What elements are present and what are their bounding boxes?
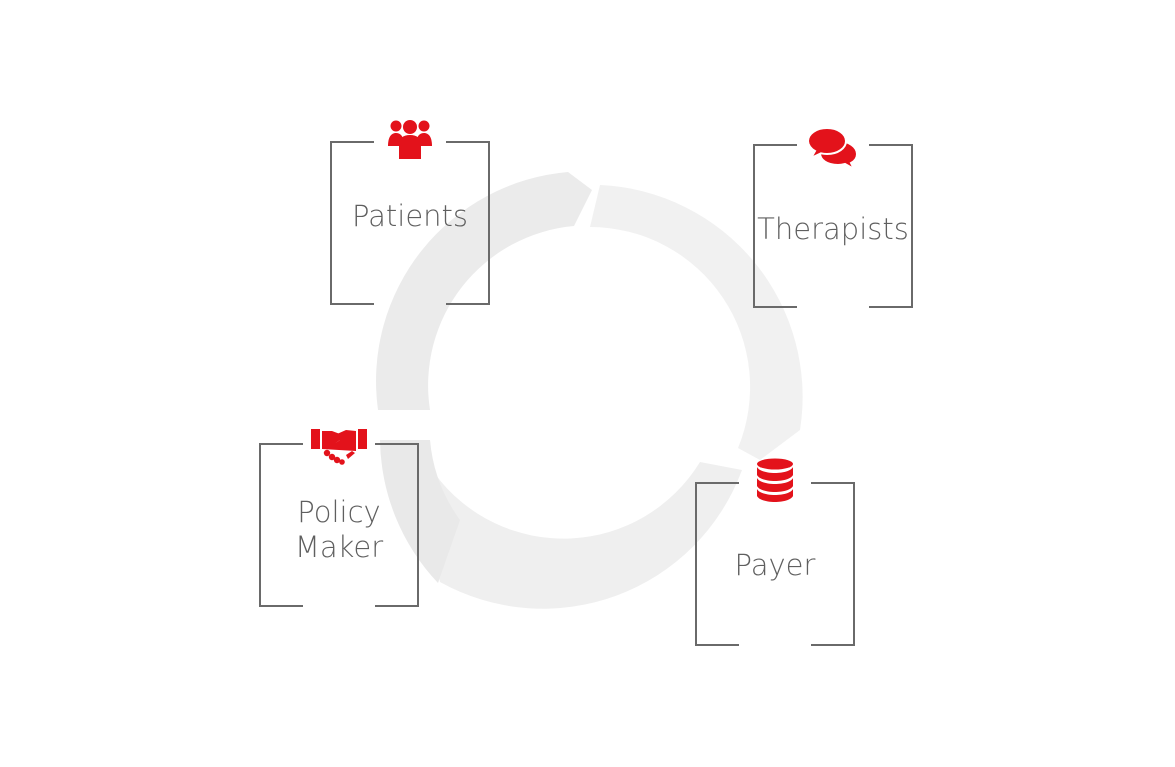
node-label: Payer bbox=[734, 548, 816, 582]
node-label: Patients bbox=[351, 199, 469, 233]
database-icon bbox=[745, 456, 805, 504]
node-label: Policy Maker bbox=[294, 495, 384, 564]
node-policy-maker: Policy Maker bbox=[259, 429, 419, 607]
cycle-segment-bottom bbox=[418, 462, 742, 609]
chat-bubbles-icon bbox=[803, 124, 863, 172]
node-payer: Payer bbox=[695, 458, 855, 646]
node-label: Therapists bbox=[757, 212, 909, 246]
node-therapists: Therapists bbox=[753, 127, 913, 308]
cycle-segment-top-left bbox=[376, 172, 592, 410]
cycle-segment-left bbox=[380, 440, 460, 583]
node-patients: Patients bbox=[330, 120, 490, 305]
cycle-segment-right bbox=[590, 185, 803, 460]
users-group-icon bbox=[380, 115, 440, 163]
handshake-icon bbox=[309, 421, 369, 469]
